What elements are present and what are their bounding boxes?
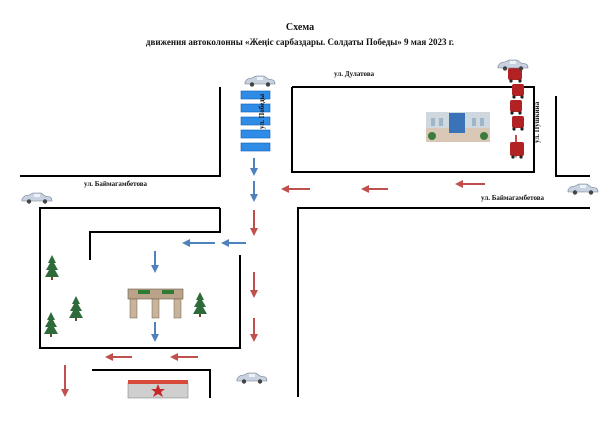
map-title: Схема (285, 22, 315, 33)
park-arch-icon (127, 288, 184, 319)
fir-tree-icon (69, 296, 83, 321)
fir-tree-icon (44, 312, 58, 337)
road-edge-top-right (555, 96, 590, 177)
street-label-baimagambetova-right: ул. Баймагамбетова (481, 194, 545, 202)
government-building-icon (426, 112, 490, 142)
road-edge-park-outer (39, 207, 241, 349)
fir-tree-icon (193, 292, 207, 317)
route-arrows-red (61, 135, 520, 397)
fir-tree-icon (45, 255, 59, 280)
car-icon (244, 75, 276, 88)
street-label-pushkina: ул. Пушкина (533, 101, 541, 143)
road-edge-park-inner (89, 208, 221, 260)
road-edge-park-bottom (92, 369, 211, 398)
street-label-dulatova: ул. Дулатова (334, 70, 375, 78)
road-edge-block-top (291, 86, 535, 173)
road-edge-top-left (20, 87, 221, 177)
crosswalk (240, 90, 271, 152)
military-vehicle-column-icon (508, 68, 524, 159)
map-subtitle: движения автоколонны «Жеңіс сарбаздары. … (145, 37, 455, 47)
street-label-baimagambetova-left: ул. Баймагамбетова (84, 180, 148, 188)
car-icon (21, 192, 53, 205)
road-edges (20, 86, 590, 398)
street-label-pobedy: ул. Победы (258, 93, 266, 129)
car-icon (236, 372, 268, 385)
route-arrows-blue (151, 158, 258, 342)
road-edge-bottom-right (297, 207, 590, 397)
car-icon (567, 183, 599, 196)
memorial-star-icon (127, 380, 189, 399)
